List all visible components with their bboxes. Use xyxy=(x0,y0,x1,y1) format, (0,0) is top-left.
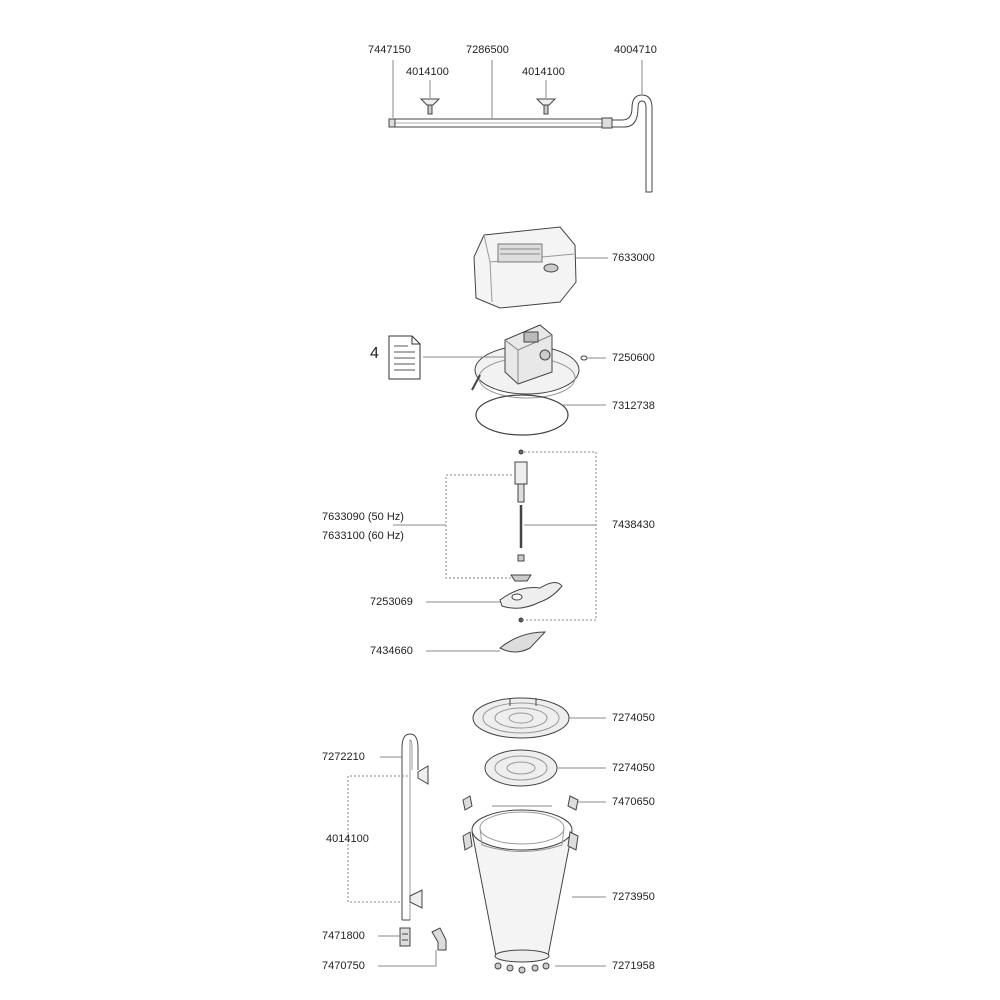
end-cap xyxy=(388,118,396,128)
suction-cup-right xyxy=(535,98,557,115)
label-7274050-second: 7274050 xyxy=(612,762,655,774)
label-7272210: 7272210 xyxy=(322,751,365,763)
label-7273950: 7273950 xyxy=(612,891,655,903)
spray-bar-group xyxy=(388,60,653,193)
clip-right-bottom xyxy=(567,831,579,851)
filter-basket-second xyxy=(484,749,606,787)
clip-left-bottom xyxy=(462,831,473,851)
impeller xyxy=(499,582,563,609)
suction-cup-left xyxy=(419,98,441,115)
document-reference-number: 4 xyxy=(370,345,379,362)
label-7438430: 7438430 xyxy=(612,519,655,531)
motor-unit xyxy=(423,324,606,399)
outlet-elbow-pipe xyxy=(612,94,653,192)
document-icon xyxy=(388,335,421,380)
sealing-ring xyxy=(475,394,606,436)
impeller-cover xyxy=(426,631,547,653)
label-7274050-top: 7274050 xyxy=(612,712,655,724)
label-7312738: 7312738 xyxy=(612,400,655,412)
label-4014100-right: 4014100 xyxy=(522,66,565,78)
filter-basket-top xyxy=(472,697,606,739)
label-4014100-left: 4014100 xyxy=(406,66,449,78)
label-7250600: 7250600 xyxy=(612,352,655,364)
label-7471800: 7471800 xyxy=(322,930,365,942)
intake-pipe xyxy=(347,733,447,967)
label-7470750: 7470750 xyxy=(322,960,365,972)
label-7633000: 7633000 xyxy=(612,252,655,264)
pump-head-cover xyxy=(473,226,608,309)
intake-strainer xyxy=(399,927,411,947)
intake-suction-cup-bottom xyxy=(409,889,423,909)
label-7633090: 7633090 (50 Hz) xyxy=(322,511,404,523)
label-7470650: 7470650 xyxy=(612,796,655,808)
elbow-connector xyxy=(431,927,447,951)
intake-suction-cup-top xyxy=(417,765,429,785)
label-7633100: 7633100 (60 Hz) xyxy=(322,530,404,542)
label-7253069: 7253069 xyxy=(370,596,413,608)
clip-left-top xyxy=(462,795,473,811)
label-4014100-intake: 4014100 xyxy=(326,833,369,845)
label-7271958: 7271958 xyxy=(612,960,655,972)
label-7447150: 7447150 xyxy=(368,44,411,56)
label-7434660: 7434660 xyxy=(370,645,413,657)
impeller-assembly xyxy=(393,449,597,653)
label-4004710: 4004710 xyxy=(614,44,657,56)
label-7286500: 7286500 xyxy=(466,44,509,56)
clip-right-top xyxy=(567,795,579,811)
filter-canister xyxy=(462,697,606,974)
